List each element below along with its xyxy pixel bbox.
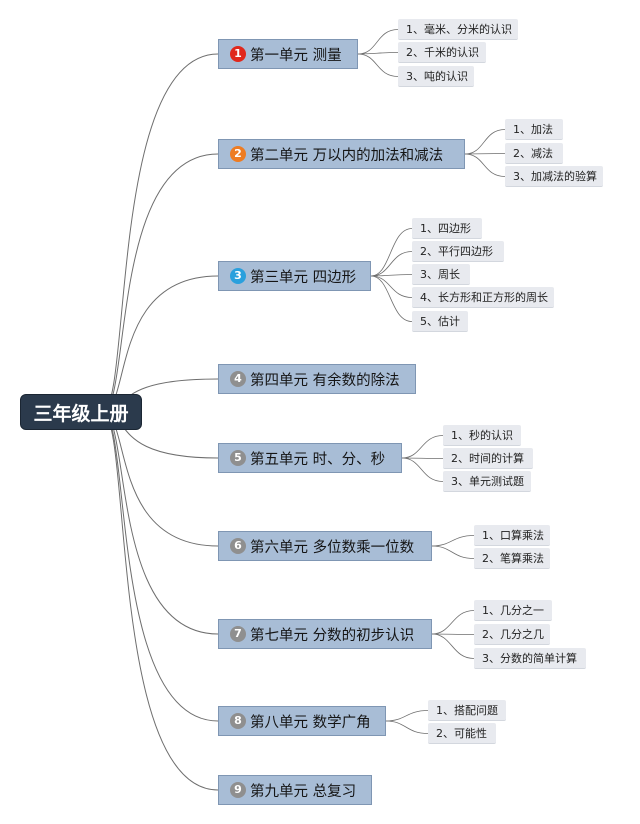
topic-connector (357, 52, 399, 55)
topic-node[interactable]: 1、搭配问题 (428, 700, 506, 721)
unit-number-badge: 3 (230, 268, 246, 284)
unit-connector (101, 275, 219, 413)
unit-title: 第六单元 多位数乘一位数 (250, 539, 415, 556)
topic-node[interactable]: 1、几分之一 (474, 600, 552, 621)
topic-node[interactable]: 2、几分之几 (474, 624, 550, 645)
topic-connector (401, 457, 444, 459)
unit-title: 第四单元 有余数的除法 (250, 372, 400, 389)
topic-node[interactable]: 1、秒的认识 (443, 425, 521, 446)
topic-node[interactable]: 2、千米的认识 (398, 42, 486, 63)
unit-number-badge: 1 (230, 46, 246, 62)
topic-connector (370, 275, 413, 298)
topic-node[interactable]: 3、分数的简单计算 (474, 648, 586, 669)
topic-connector (431, 545, 475, 559)
topic-connector (464, 129, 506, 155)
topic-node[interactable]: 2、可能性 (428, 723, 496, 744)
unit-title: 第七单元 分数的初步认识 (250, 627, 415, 644)
unit-connector (101, 53, 219, 413)
topic-connector (464, 153, 506, 155)
unit-title: 第九单元 总复习 (250, 783, 357, 800)
topic-connector (370, 228, 413, 277)
topic-connector (370, 274, 413, 277)
topic-connector (464, 153, 506, 177)
unit-number-badge: 7 (230, 626, 246, 642)
topic-connector (401, 457, 444, 482)
topic-node[interactable]: 2、笔算乘法 (474, 548, 550, 569)
topic-connector (370, 275, 413, 322)
topic-node[interactable]: 3、周长 (412, 264, 470, 285)
topic-node[interactable]: 2、时间的计算 (443, 448, 533, 469)
unit-title: 第二单元 万以内的加法和减法 (250, 147, 444, 164)
topic-connector (370, 251, 413, 277)
topic-connector (385, 710, 429, 722)
topic-connector (431, 535, 475, 547)
unit-connector (101, 411, 219, 791)
unit-title: 第三单元 四边形 (250, 269, 357, 286)
unit-number-badge: 9 (230, 782, 246, 798)
topic-node[interactable]: 1、四边形 (412, 218, 482, 239)
topic-node[interactable]: 1、口算乘法 (474, 525, 550, 546)
unit-connector (101, 153, 219, 413)
topic-node[interactable]: 1、加法 (505, 119, 563, 140)
topic-node[interactable]: 5、估计 (412, 311, 468, 332)
unit-number-badge: 5 (230, 450, 246, 466)
unit-title: 第五单元 时、分、秒 (250, 451, 386, 468)
topic-node[interactable]: 4、长方形和正方形的周长 (412, 287, 554, 308)
unit-number-badge: 2 (230, 146, 246, 162)
topic-connector (357, 53, 399, 77)
topic-connector (431, 633, 475, 635)
topic-connector (431, 610, 475, 635)
topic-connector (401, 435, 444, 459)
unit-title: 第一单元 测量 (250, 47, 342, 64)
unit-number-badge: 6 (230, 538, 246, 554)
root-node[interactable]: 三年级上册 (20, 394, 142, 430)
topic-node[interactable]: 3、单元测试题 (443, 471, 531, 492)
topic-node[interactable]: 3、加减法的验算 (505, 166, 603, 187)
topic-connector (431, 633, 475, 659)
topic-connector (357, 29, 399, 55)
topic-node[interactable]: 2、减法 (505, 143, 563, 164)
unit-number-badge: 8 (230, 713, 246, 729)
unit-number-badge: 4 (230, 371, 246, 387)
topic-connector (385, 720, 429, 734)
unit-connector (101, 411, 219, 635)
topic-node[interactable]: 3、吨的认识 (398, 66, 474, 87)
topic-node[interactable]: 1、毫米、分米的认识 (398, 19, 518, 40)
topic-node[interactable]: 2、平行四边形 (412, 241, 504, 262)
unit-title: 第八单元 数学广角 (250, 714, 371, 731)
